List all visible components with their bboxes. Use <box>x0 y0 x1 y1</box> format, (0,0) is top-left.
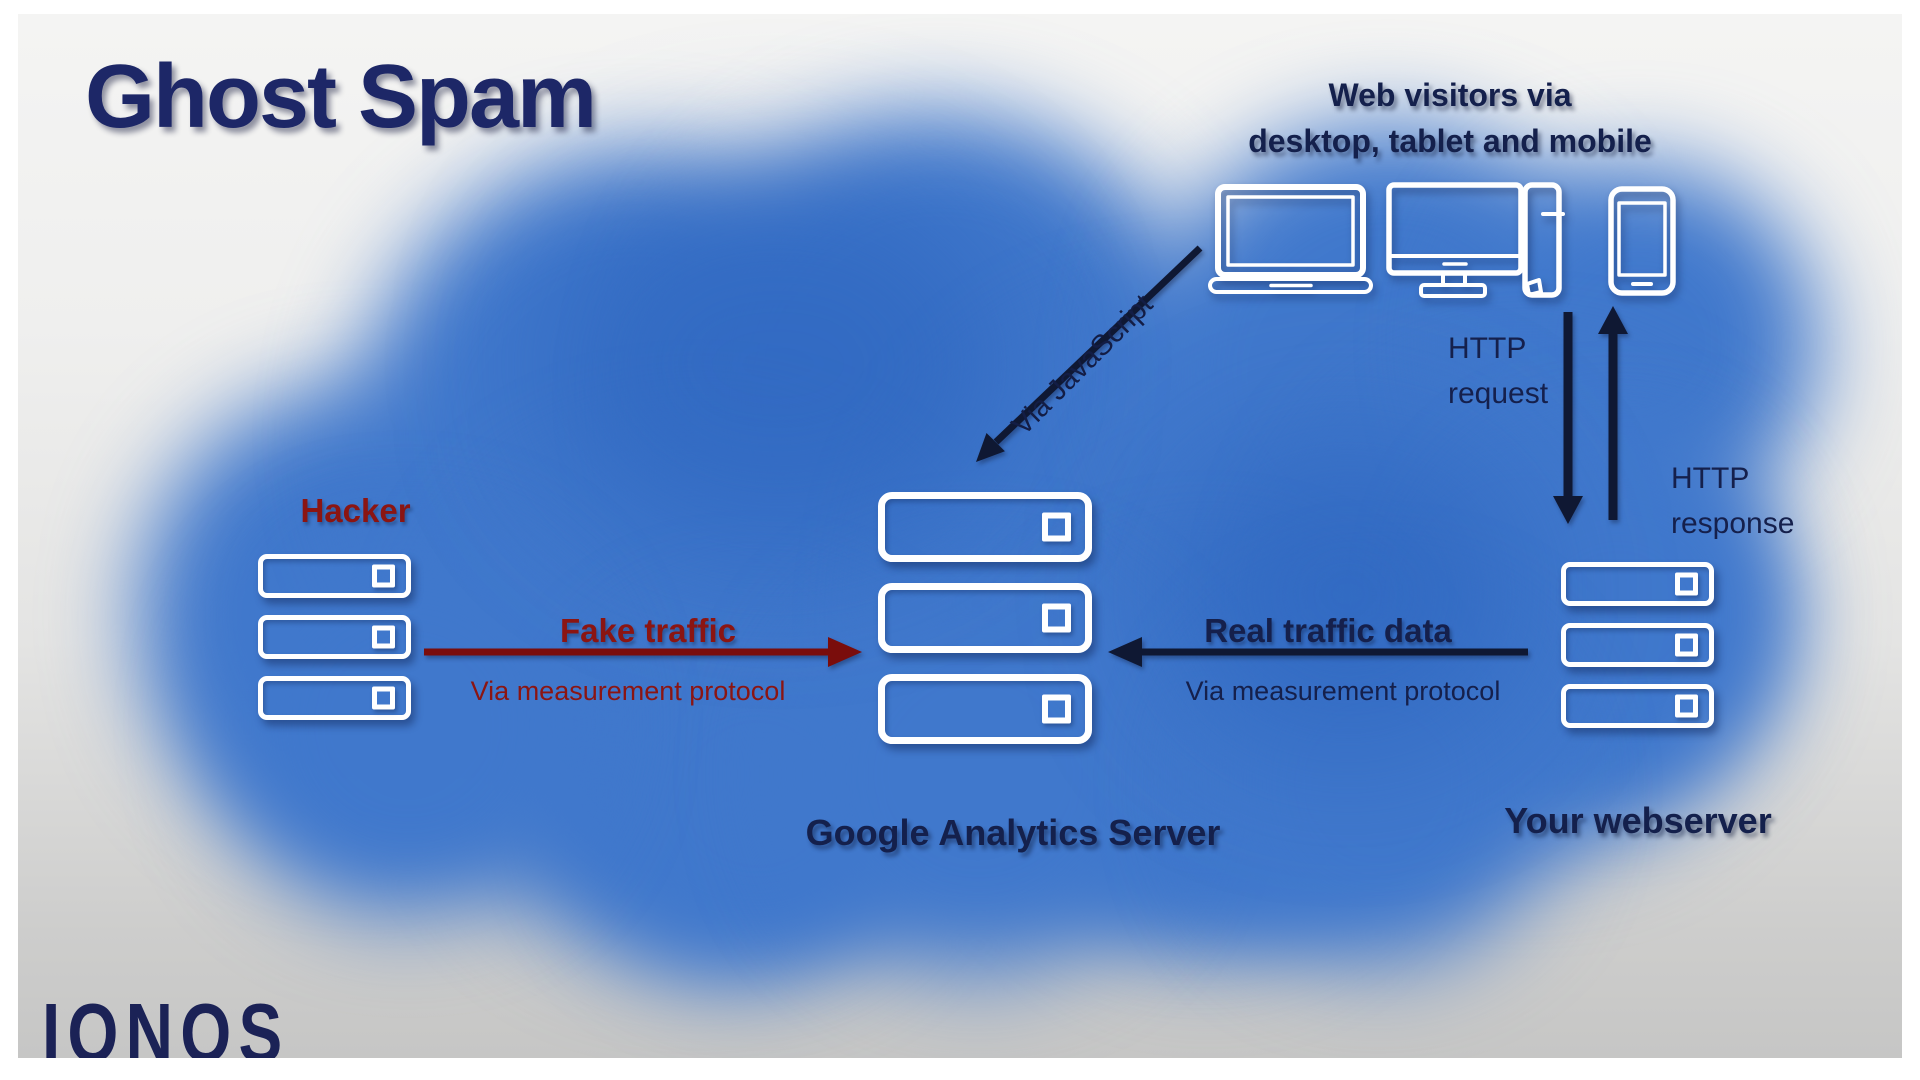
server-port-icon <box>372 625 395 649</box>
webserver-label: Your webserver <box>1504 800 1772 841</box>
server-unit <box>258 615 411 659</box>
mobile-icon <box>1608 186 1676 296</box>
server-unit <box>878 492 1092 562</box>
real-traffic-label: Real traffic data <box>1204 612 1452 649</box>
fake-traffic-label: Fake traffic <box>559 612 737 649</box>
server-unit <box>878 583 1092 653</box>
server-port-icon <box>372 564 395 588</box>
server-unit <box>878 674 1092 744</box>
web-visitors-label: Web visitors via desktop, tablet and mob… <box>1248 77 1652 160</box>
hacker-label: Hacker <box>300 492 411 529</box>
google-analytics-server-icon <box>878 492 1092 744</box>
fake-traffic-sublabel: Via measurement protocol <box>470 676 786 706</box>
server-port-icon <box>1042 512 1071 542</box>
server-port-icon <box>1042 694 1071 724</box>
http-response-label: HTTP response <box>1671 462 1795 540</box>
server-unit <box>258 554 411 598</box>
server-port-icon <box>1675 694 1698 718</box>
server-port-icon <box>1675 572 1698 596</box>
server-unit <box>258 676 411 720</box>
google-analytics-label: Google Analytics Server <box>805 812 1221 853</box>
server-port-icon <box>372 686 395 710</box>
hacker-server-icon <box>258 554 411 737</box>
server-unit <box>1561 623 1714 667</box>
webserver-icon <box>1561 562 1714 745</box>
server-unit <box>1561 562 1714 606</box>
page-title: Ghost Spam <box>85 47 597 147</box>
cloud-shape <box>18 14 1902 1058</box>
server-unit <box>1561 684 1714 728</box>
server-port-icon <box>1042 603 1071 633</box>
real-traffic-sublabel: Via measurement protocol <box>1185 676 1501 706</box>
diagram-background: Ghost Spam Web visitors via desktop, tab… <box>18 14 1902 1058</box>
server-port-icon <box>1675 633 1698 657</box>
ionos-logo: IONOS <box>42 987 290 1058</box>
laptop-icon <box>1208 184 1373 296</box>
desktop-tablet-icon <box>1386 182 1566 302</box>
http-request-label: HTTP request <box>1448 332 1549 410</box>
